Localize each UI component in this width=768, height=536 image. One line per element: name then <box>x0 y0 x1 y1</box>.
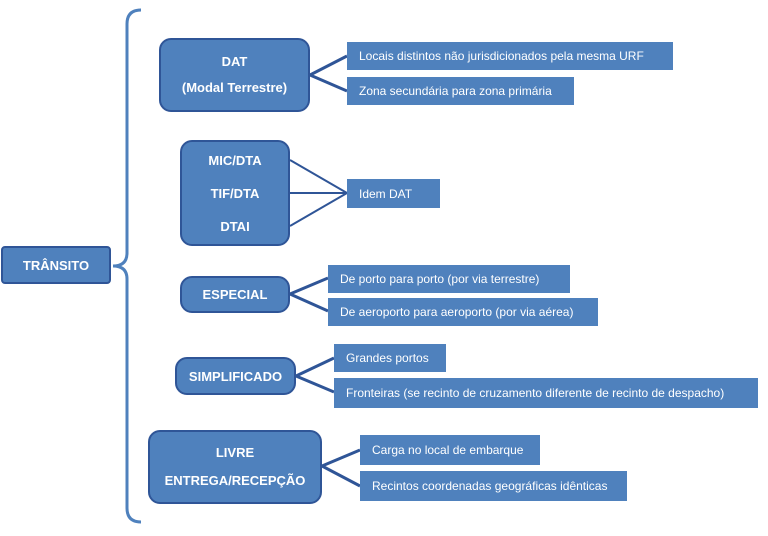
livre-box: LIVRE ENTREGA/RECEPÇÃO <box>148 430 322 504</box>
connector-dat <box>309 54 348 93</box>
mic-dta-line-2: TIF/DTA <box>210 185 260 201</box>
livre-line-1: LIVRE <box>215 445 255 460</box>
mic-dta-item-1: Idem DAT <box>347 179 440 208</box>
simplificado-line-1: SIMPLIFICADO <box>188 368 283 384</box>
root-label: TRÂNSITO <box>22 257 90 273</box>
livre-item-1: Carga no local de embarque <box>360 435 540 465</box>
especial-item-2: De aeroporto para aeroporto (por via aér… <box>328 298 598 326</box>
connector-especial <box>289 276 329 313</box>
dat-item-2: Zona secundária para zona primária <box>347 77 574 105</box>
simplificado-item-1: Grandes portos <box>334 344 446 372</box>
dat-line-1: DAT <box>221 54 248 69</box>
group-bracket <box>112 8 142 524</box>
especial-line-1: ESPECIAL <box>202 287 268 302</box>
mic-dta-box: MIC/DTA TIF/DTA DTAI <box>180 140 290 246</box>
dat-item-1: Locais distintos não jurisdicionados pel… <box>347 42 673 70</box>
dat-line-2: (Modal Terrestre) <box>181 80 288 95</box>
mic-dta-line-3: DTAI <box>220 218 250 234</box>
simplificado-box: SIMPLIFICADO <box>175 357 296 395</box>
livre-item-2: Recintos coordenadas geográficas idêntic… <box>360 471 627 501</box>
dat-box: DAT (Modal Terrestre) <box>159 38 310 112</box>
connector-livre <box>321 448 361 488</box>
especial-item-1: De porto para porto (por via terrestre) <box>328 265 570 293</box>
connector-simplificado <box>295 356 335 394</box>
connector-mic-dta <box>289 159 348 227</box>
root-transito-box: TRÂNSITO <box>1 246 111 284</box>
mic-dta-line-1: MIC/DTA <box>208 152 262 168</box>
especial-box: ESPECIAL <box>180 276 290 313</box>
simplificado-item-2: Fronteiras (se recinto de cruzamento dif… <box>334 378 758 408</box>
livre-line-2: ENTREGA/RECEPÇÃO <box>164 473 306 488</box>
